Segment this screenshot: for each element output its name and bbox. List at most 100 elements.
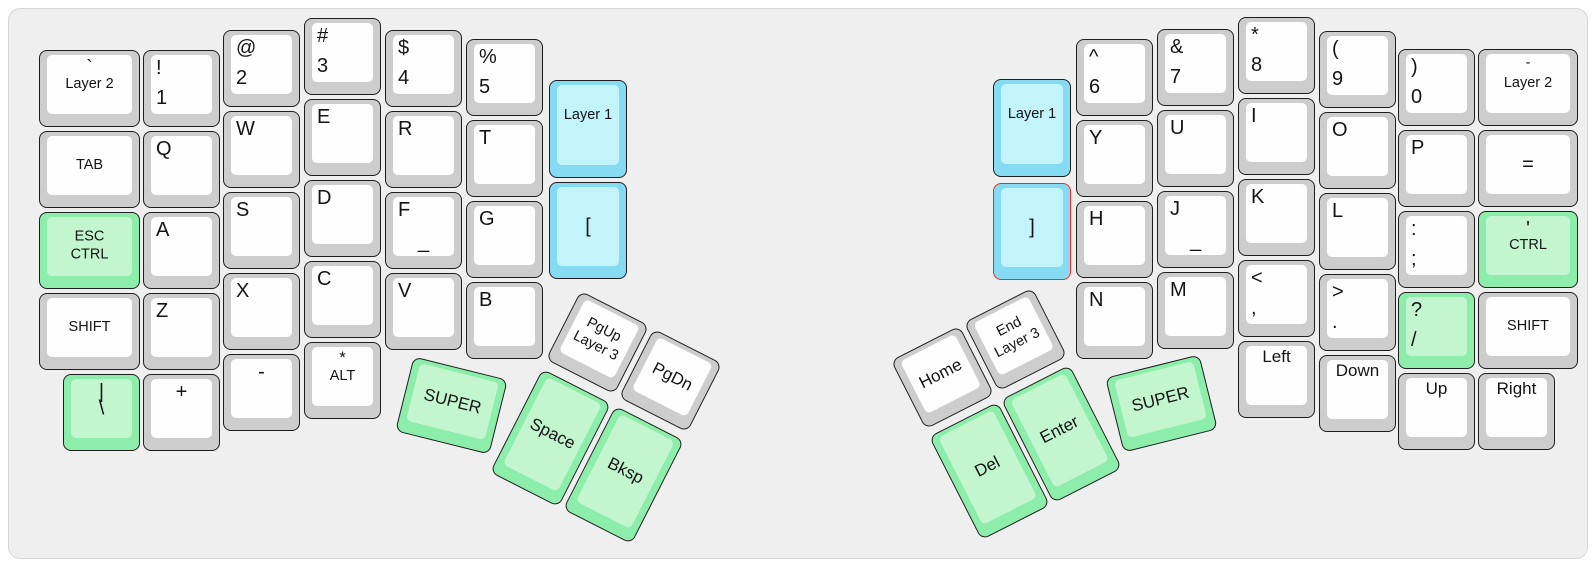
key-label: M xyxy=(1170,279,1187,301)
key-label: J xyxy=(1170,198,1180,220)
key-label: SHIFT xyxy=(1507,317,1549,334)
key-at-2[interactable]: @2 xyxy=(223,30,300,107)
key-asterisk-alt[interactable]: *ALT xyxy=(304,342,381,419)
key-super-left[interactable]: SUPER xyxy=(395,356,508,455)
key-dollar-4[interactable]: $4 xyxy=(385,30,462,107)
key-hash-3[interactable]: #3 xyxy=(304,18,381,95)
key-q[interactable]: Q xyxy=(143,131,220,208)
key-m[interactable]: M xyxy=(1157,272,1234,349)
key-h[interactable]: H xyxy=(1076,201,1153,278)
keycap-top: B xyxy=(474,287,535,346)
key-ampersand-7[interactable]: &7 xyxy=(1157,29,1234,106)
key-d[interactable]: D xyxy=(304,180,381,257)
key-pipe-backslash[interactable]: |\ xyxy=(63,374,140,451)
key-k[interactable]: K xyxy=(1238,179,1315,256)
keycap-top: ] xyxy=(1001,188,1063,267)
key-label: : xyxy=(1411,218,1417,240)
key-label: _ xyxy=(417,231,430,253)
key-label: * xyxy=(339,348,346,367)
key-z[interactable]: Z xyxy=(143,293,220,370)
key-label: T xyxy=(479,127,492,149)
key-layer2-left[interactable]: `Layer 2 xyxy=(39,50,140,127)
keycap-top: (9 xyxy=(1327,36,1388,95)
key-layer1-right[interactable]: Layer 1 xyxy=(993,79,1071,177)
keycap-top: ?/ xyxy=(1406,297,1467,356)
key-greater-period[interactable]: >. xyxy=(1319,274,1396,351)
key-tab[interactable]: TAB xyxy=(39,131,140,208)
key-e[interactable]: E xyxy=(304,99,381,176)
key-w[interactable]: W xyxy=(223,111,300,188)
key-label: 5 xyxy=(479,76,491,98)
key-y[interactable]: Y xyxy=(1076,120,1153,197)
key-label: ) xyxy=(1411,56,1418,78)
key-v[interactable]: V xyxy=(385,273,462,350)
key-r[interactable]: R xyxy=(385,111,462,188)
key-caret-6[interactable]: ^6 xyxy=(1076,39,1153,116)
key-label: PgUp Layer 3 xyxy=(570,314,624,365)
keycap-top: [ xyxy=(557,187,619,266)
keycap-top: O xyxy=(1327,117,1388,176)
key-up-arrow[interactable]: Up xyxy=(1398,373,1475,450)
key-p[interactable]: P xyxy=(1398,130,1475,207)
key-n[interactable]: N xyxy=(1076,282,1153,359)
key-esc-ctrl[interactable]: ESC CTRL xyxy=(39,212,140,289)
key-percent-5[interactable]: %5 xyxy=(466,39,543,116)
key-j[interactable]: J_ xyxy=(1157,191,1234,268)
keycap-top: T xyxy=(474,125,535,184)
key-c[interactable]: C xyxy=(304,261,381,338)
key-left-arrow[interactable]: Left xyxy=(1238,341,1315,418)
key-right-bracket[interactable]: ] xyxy=(993,183,1071,280)
key-label: Del xyxy=(971,452,1003,481)
key-g[interactable]: G xyxy=(466,201,543,278)
key-label: ] xyxy=(1029,215,1035,238)
key-lparen-9[interactable]: (9 xyxy=(1319,31,1396,108)
key-left-bracket[interactable]: [ xyxy=(549,182,627,279)
key-minus-left[interactable]: - xyxy=(223,354,300,431)
key-a[interactable]: A xyxy=(143,212,220,289)
key-exclamation-1[interactable]: !1 xyxy=(143,50,220,127)
key-down-arrow[interactable]: Down xyxy=(1319,355,1396,432)
key-label: _ xyxy=(1189,230,1202,252)
key-label: < xyxy=(1251,267,1263,289)
key-t[interactable]: T xyxy=(466,120,543,197)
key-label: % xyxy=(479,46,497,68)
key-dash-layer2[interactable]: -Layer 2 xyxy=(1478,49,1578,126)
key-label: [ xyxy=(585,214,591,237)
key-less-comma[interactable]: <, xyxy=(1238,260,1315,337)
key-b[interactable]: B xyxy=(466,282,543,359)
key-shift-right[interactable]: SHIFT xyxy=(1478,292,1578,369)
key-f[interactable]: F_ xyxy=(385,192,462,269)
key-asterisk-8[interactable]: *8 xyxy=(1238,17,1315,94)
keycap-top: *8 xyxy=(1246,22,1307,81)
keycap-top: ESC CTRL xyxy=(47,217,132,276)
keycap-top: S xyxy=(231,197,292,256)
key-label: $ xyxy=(398,37,410,59)
key-plus[interactable]: + xyxy=(143,374,220,451)
key-right-arrow[interactable]: Right xyxy=(1478,373,1555,450)
key-label: Enter xyxy=(1036,411,1082,448)
key-i[interactable]: I xyxy=(1238,98,1315,175)
key-rparen-0[interactable]: )0 xyxy=(1398,49,1475,126)
key-s[interactable]: S xyxy=(223,192,300,269)
key-label: F xyxy=(398,199,411,221)
key-label: * xyxy=(1251,24,1259,46)
key-super-right[interactable]: SUPER xyxy=(1105,354,1218,453)
key-label: / xyxy=(1411,329,1417,351)
keycap-top: A xyxy=(151,217,212,276)
key-label: C xyxy=(317,268,332,290)
key-label: | xyxy=(98,381,105,403)
key-label: W xyxy=(236,118,255,140)
key-shift-left[interactable]: SHIFT xyxy=(39,293,140,370)
key-question-slash[interactable]: ?/ xyxy=(1398,292,1475,369)
key-x[interactable]: X xyxy=(223,273,300,350)
key-l[interactable]: L xyxy=(1319,193,1396,270)
key-o[interactable]: O xyxy=(1319,112,1396,189)
key-equals[interactable]: = xyxy=(1478,130,1578,207)
keycap-top: K xyxy=(1246,184,1307,243)
key-colon-semicolon[interactable]: :; xyxy=(1398,211,1475,288)
key-u[interactable]: U xyxy=(1157,110,1234,187)
key-layer1-left[interactable]: Layer 1 xyxy=(549,80,627,178)
key-label: Y xyxy=(1089,127,1103,149)
key-quote-ctrl[interactable]: 'CTRL xyxy=(1478,211,1578,288)
key-label: 7 xyxy=(1170,66,1182,88)
